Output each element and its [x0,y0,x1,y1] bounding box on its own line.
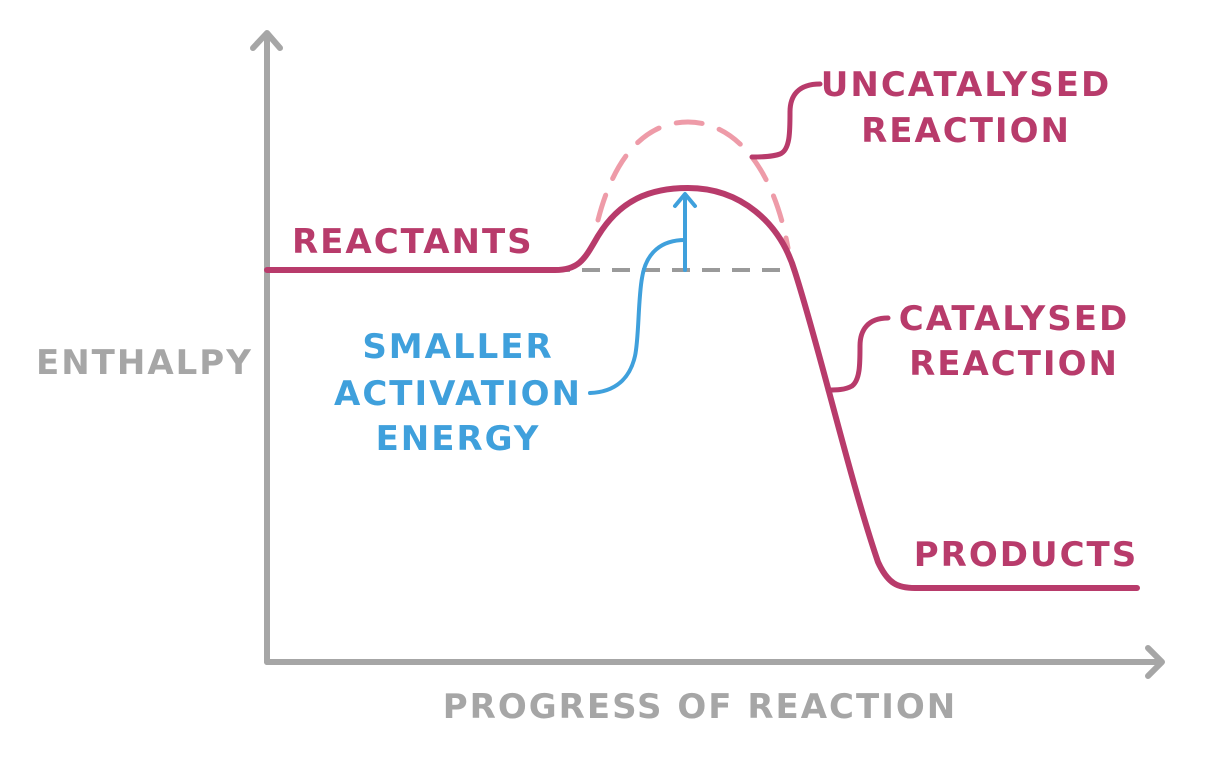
y-axis-arrowhead [250,30,283,51]
catalysed-label-line-1: CATALYSED [899,299,1129,339]
y-axis-label: ENTHALPY [36,343,253,383]
uncatalysed-reaction-curve [595,119,791,251]
activation-label-line-1: SMALLER [362,327,553,367]
x-axis-arrowhead [1145,645,1165,679]
uncatalysed-label-line-2: REACTION [861,111,1071,151]
axes [250,30,1165,679]
activation-arrow-head [673,192,697,208]
activation-leader-line [588,238,687,395]
activation-label-line-3: ENERGY [376,419,541,459]
reactants-label: REACTANTS [292,222,534,262]
products-label: PRODUCTS [914,535,1138,575]
x-axis-label: PROGRESS OF REACTION [443,687,957,727]
catalysed-leader-brace [825,315,891,393]
catalysed-label-line-2: REACTION [909,344,1119,384]
uncatalysed-label-line-1: UNCATALYSED [821,65,1111,105]
activation-label-line-2: ACTIVATION [334,374,582,414]
catalysed-reaction-curve [264,185,1140,591]
activation-energy-arrow [588,192,697,395]
uncatalysed-leader-brace [749,81,823,160]
